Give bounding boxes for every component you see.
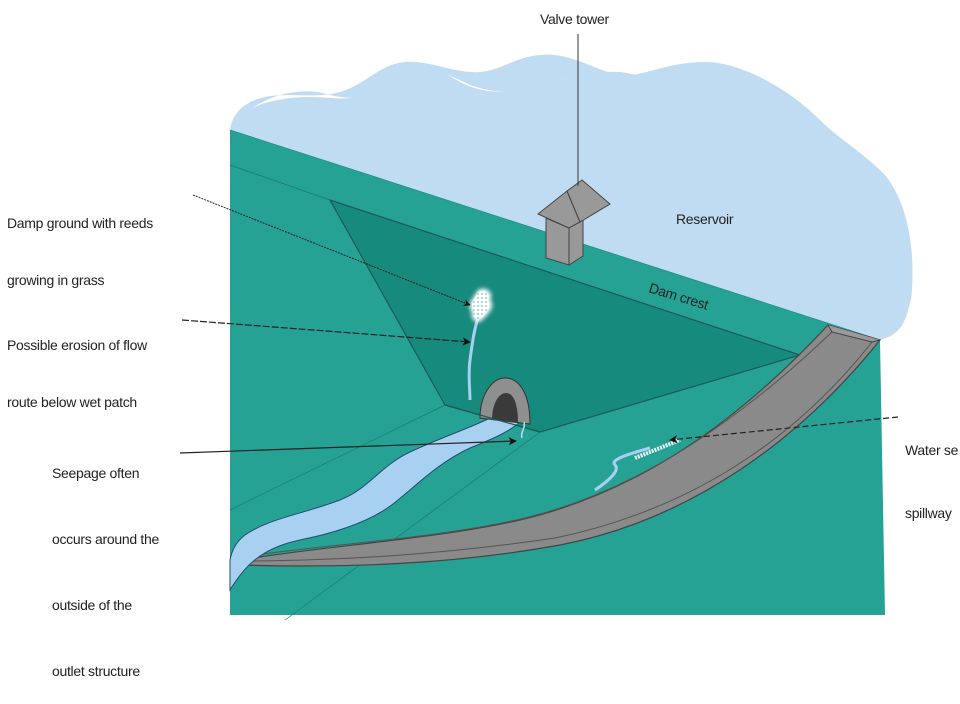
erosion-channel bbox=[467, 317, 480, 401]
valve-tower bbox=[537, 179, 611, 266]
seepage-outlet-label-line: outlet structure bbox=[52, 663, 140, 679]
guide-line bbox=[229, 404, 446, 511]
spillway-seepage-label-line: Water se bbox=[905, 442, 959, 458]
erosion-leader bbox=[181, 319, 471, 346]
valve-tower-label: Valve tower bbox=[540, 11, 609, 27]
outlet-seepage-trickle bbox=[520, 421, 526, 439]
spillway-seepage-leader bbox=[669, 416, 899, 444]
spillway-inner-edge bbox=[249, 341, 873, 562]
guide-line bbox=[229, 164, 331, 201]
reservoir-water bbox=[230, 54, 913, 333]
dam-diagram: Reservoir Dam crest bbox=[179, 34, 913, 621]
seepage-outlet-label-line: outside of the bbox=[52, 597, 132, 613]
erosion-label: Possible erosion of flow route below wet… bbox=[7, 298, 147, 431]
wet-patch bbox=[469, 288, 493, 322]
spillway-seepage-label-line: spillway bbox=[905, 505, 952, 521]
spillway-inner-edge bbox=[247, 331, 833, 557]
guide-line bbox=[284, 431, 541, 621]
spillway-seepage-trickle bbox=[594, 446, 651, 492]
spillway-lip bbox=[827, 324, 881, 343]
damp-ground-leader bbox=[192, 194, 471, 306]
seepage-outlet-label-line: occurs around the bbox=[52, 531, 159, 547]
outlet-opening bbox=[492, 393, 518, 423]
damp-ground-label-line: Damp ground with reeds bbox=[7, 215, 153, 231]
outlet-seepage-leader bbox=[179, 437, 517, 454]
reservoir-label: Reservoir bbox=[676, 211, 734, 227]
damp-ground-label: Damp ground with reeds growing in grass bbox=[7, 176, 153, 309]
erosion-label-line: Possible erosion of flow bbox=[7, 337, 147, 353]
seepage-outlet-label: Seepage often occurs around the outside … bbox=[52, 418, 159, 704]
erosion-label-line: route below wet patch bbox=[7, 394, 137, 410]
seepage-outlet-label-line: Seepage often bbox=[52, 465, 140, 481]
damp-ground-label-line: growing in grass bbox=[7, 272, 105, 288]
outlet-stream bbox=[229, 417, 524, 592]
spillway-seepage-label: Water se spillway bbox=[905, 398, 958, 545]
